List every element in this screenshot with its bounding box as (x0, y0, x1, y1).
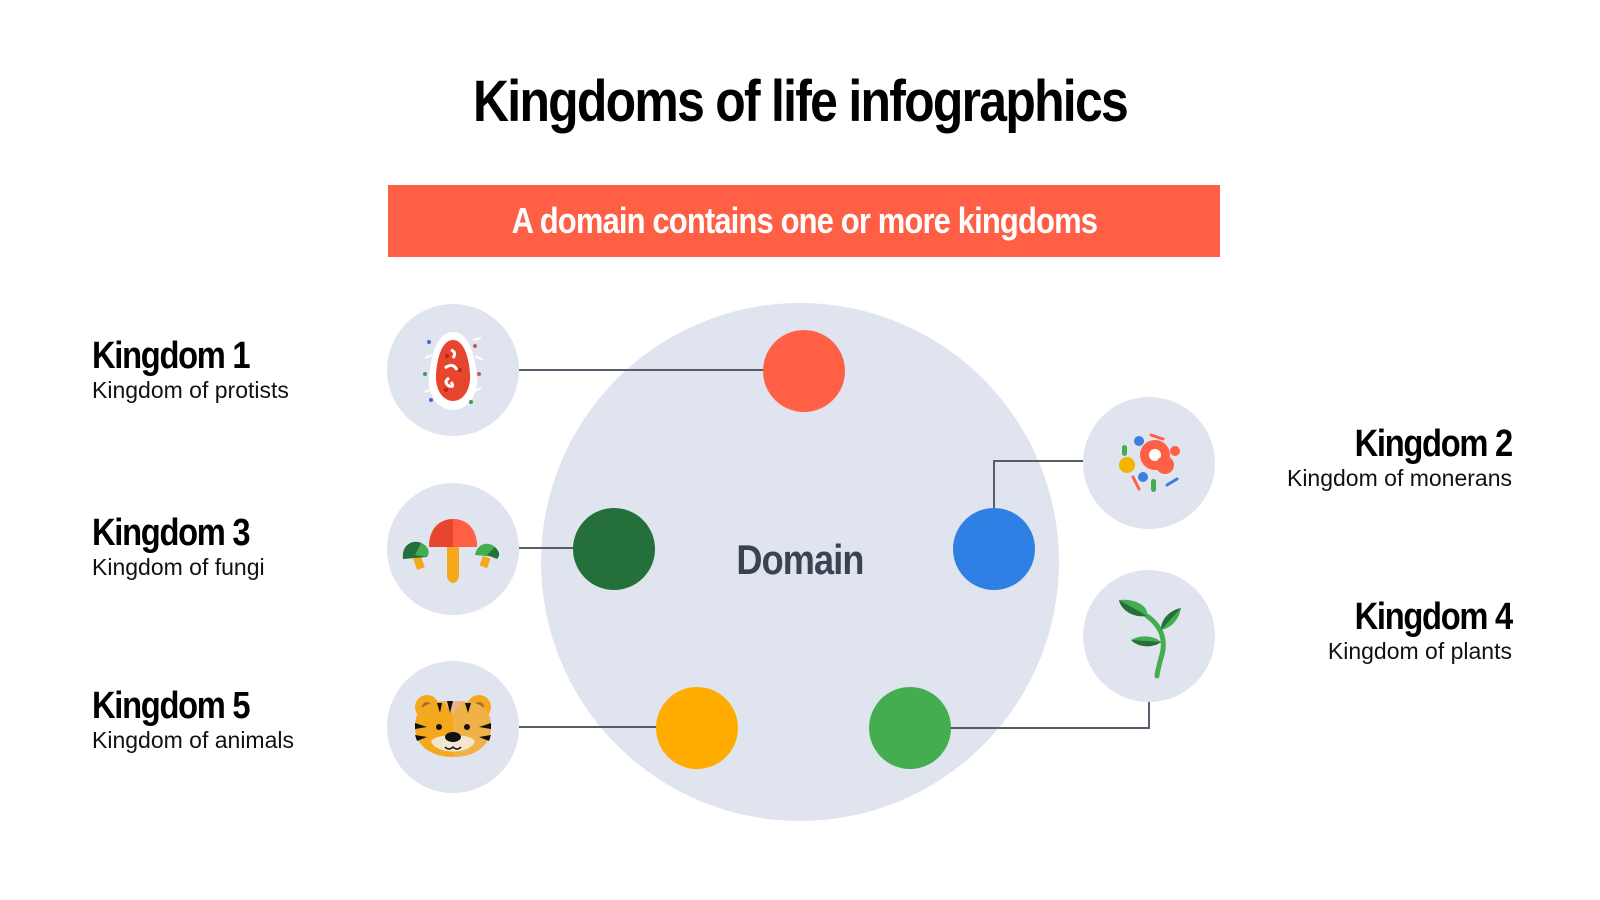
domain-circle (541, 303, 1059, 821)
kingdom-1-title: Kingdom 1 (92, 335, 251, 377)
kingdom-4-subtitle: Kingdom of plants (1327, 638, 1512, 664)
mushroom-icon (402, 519, 500, 583)
kingdom-4-label: Kingdom 4 Kingdom of plants (1327, 596, 1514, 665)
subtitle-banner: A domain contains one or more kingdoms (388, 185, 1220, 257)
kingdom-5-subtitle: Kingdom of animals (92, 727, 294, 753)
dot-k4 (869, 687, 951, 769)
plant-sprout-icon (1119, 599, 1181, 679)
icon-bg-k4 (1083, 570, 1215, 702)
kingdom-5-label: Kingdom 5 Kingdom of animals (92, 686, 294, 754)
kingdom-4-title: Kingdom 4 (1354, 596, 1514, 638)
dot-k5 (656, 687, 738, 769)
kingdom-2-title: Kingdom 2 (1354, 423, 1514, 465)
connector-k2 (993, 460, 1083, 509)
dot-k2 (953, 508, 1035, 590)
kingdom-3-label: Kingdom 3 Kingdom of fungi (92, 513, 275, 581)
kingdom-2-subtitle: Kingdom of monerans (1286, 465, 1512, 491)
kingdom-5-title: Kingdom 5 (92, 685, 251, 727)
kingdom-3-title: Kingdom 3 (92, 512, 251, 554)
kingdom-2-label: Kingdom 2 Kingdom of monerans (1286, 423, 1514, 492)
domain-label: Domain (736, 536, 864, 583)
dot-k1 (763, 330, 845, 412)
kingdom-1-label: Kingdom 1 Kingdom of protists (92, 336, 289, 404)
protist-cell-icon (423, 332, 484, 410)
tiger-icon (415, 695, 491, 757)
page-title: Kingdoms of life infographics (472, 69, 1129, 134)
connector-lines (519, 369, 1150, 729)
kingdom-1-subtitle: Kingdom of protists (92, 377, 289, 403)
banner-text: A domain contains one or more kingdoms (511, 200, 1097, 241)
kingdom-3-subtitle: Kingdom of fungi (92, 554, 265, 580)
bacteria-icon (1119, 433, 1180, 492)
connector-k4 (950, 702, 1150, 729)
dot-k3 (573, 508, 655, 590)
